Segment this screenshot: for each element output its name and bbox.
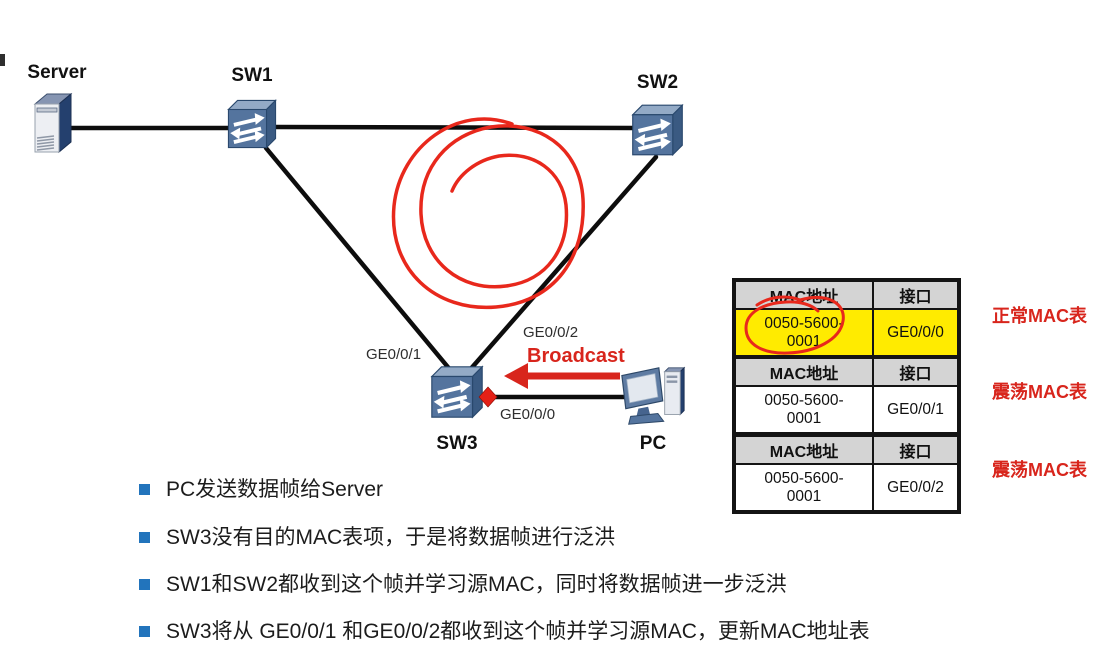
bullet-text: PC发送数据帧给Server (166, 478, 384, 501)
bullet-text: SW3没有目的MAC表项，于是将数据帧进行泛洪 (166, 526, 616, 549)
bullet-square-icon (139, 532, 150, 543)
mac-table-caption-flapping-2: 震荡MAC表 (992, 460, 1087, 480)
screen-edge-artifact (0, 54, 5, 66)
mac-table-flapping-1: MAC地址 接口 0050-5600-0001 GE0/0/1 (732, 355, 961, 436)
bullet-square-icon (139, 626, 150, 637)
mac-table-header-port: 接口 (873, 436, 958, 464)
sw2-label: SW2 (636, 72, 679, 93)
mac-table-cell-port: GE0/0/0 (873, 309, 958, 356)
pc-icon (618, 363, 688, 429)
mac-table-header-mac: MAC地址 (735, 436, 873, 464)
mac-table-caption-flapping-1: 震荡MAC表 (992, 382, 1087, 402)
bullet-item: SW3没有目的MAC表项，于是将数据帧进行泛洪 (139, 524, 1039, 551)
mac-table-cell-mac: 0050-5600-0001 (735, 464, 873, 511)
mac-table-header-mac: MAC地址 (735, 358, 873, 386)
sw3-label: SW3 (436, 433, 478, 454)
port-label-ge0-0-1: GE0/0/1 (366, 346, 422, 363)
bullet-square-icon (139, 579, 150, 590)
mac-table-cell-port: GE0/0/1 (873, 386, 958, 433)
mac-table-header-port: 接口 (873, 281, 958, 309)
mac-table-cell-mac: 0050-5600-0001 (735, 309, 873, 356)
mac-table-normal: MAC地址 接口 0050-5600-0001 GE0/0/0 (732, 278, 961, 359)
port-label-ge0-0-2: GE0/0/2 (523, 324, 579, 341)
server-label: Server (27, 62, 87, 83)
bullet-text: SW1和SW2都收到这个帧并学习源MAC，同时将数据帧进一步泛洪 (166, 573, 787, 596)
broadcast-label: Broadcast (527, 345, 625, 367)
mac-table-caption-normal: 正常MAC表 (992, 306, 1087, 326)
mac-table-cell-port: GE0/0/2 (873, 464, 958, 511)
mac-table-flapping-2: MAC地址 接口 0050-5600-0001 GE0/0/2 (732, 433, 961, 514)
mac-table-header-mac: MAC地址 (735, 281, 873, 309)
port-label-ge0-0-0: GE0/0/0 (500, 406, 556, 423)
link-sw1-sw2 (273, 124, 637, 131)
sw1-label: SW1 (231, 65, 273, 86)
link-sw1-sw3 (263, 145, 455, 375)
bullet-item: SW3将从 GE0/0/1 和GE0/0/2都收到这个帧并学习源MAC，更新MA… (139, 618, 1039, 645)
sw2-switch-icon (627, 98, 688, 162)
sw1-switch-icon (223, 93, 281, 155)
mac-table-cell-mac: 0050-5600-0001 (735, 386, 873, 433)
server-icon (27, 86, 79, 158)
sw3-switch-icon (426, 360, 488, 424)
bullet-item: PC发送数据帧给Server (139, 476, 1039, 503)
bullet-square-icon (139, 484, 150, 495)
bullet-item: SW1和SW2都收到这个帧并学习源MAC，同时将数据帧进一步泛洪 (139, 571, 1039, 598)
pc-label: PC (639, 433, 667, 454)
bullet-text: SW3将从 GE0/0/1 和GE0/0/2都收到这个帧并学习源MAC，更新MA… (166, 620, 870, 643)
mac-table-header-port: 接口 (873, 358, 958, 386)
